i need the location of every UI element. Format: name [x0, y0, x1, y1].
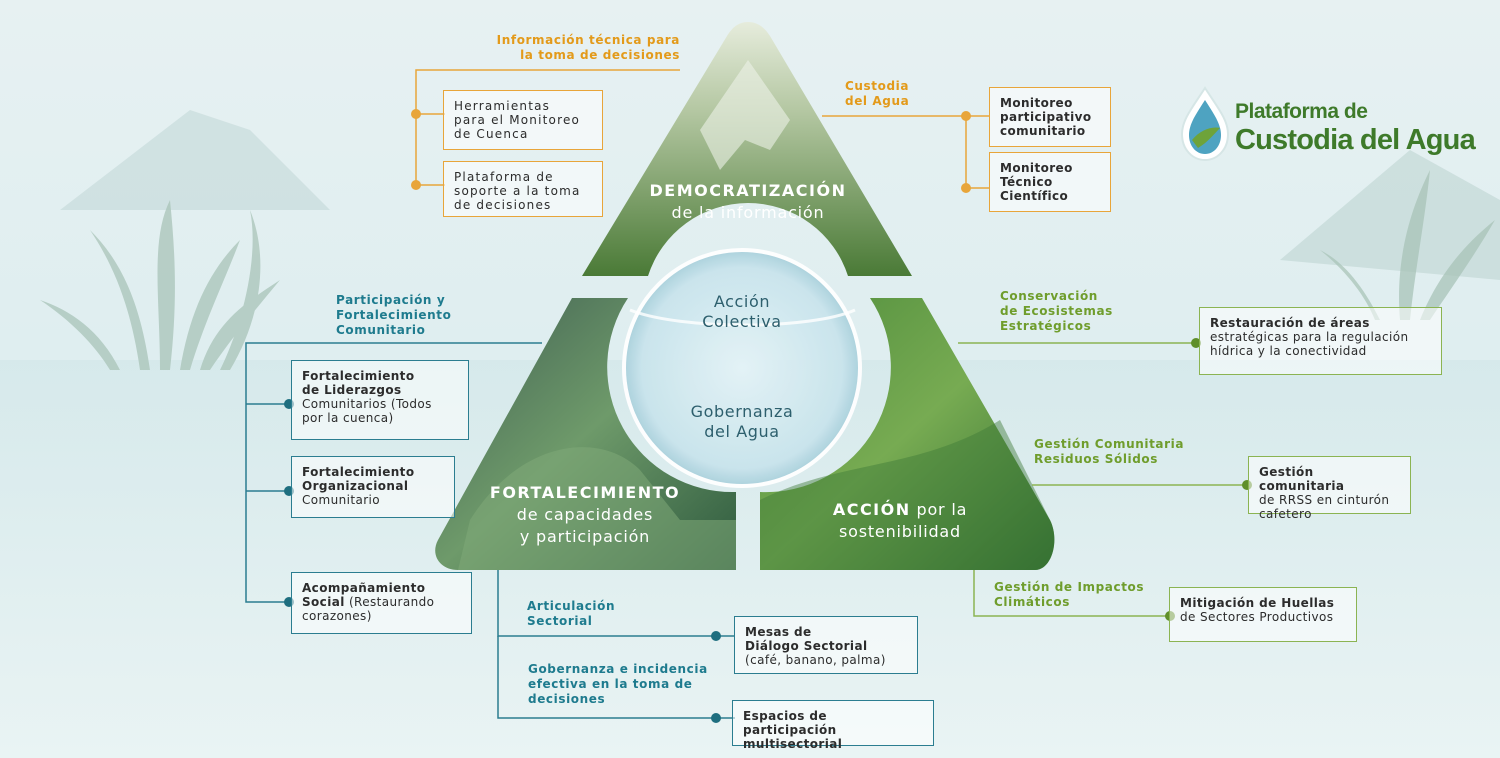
label-residuos: Gestión Comunitaria Residuos Sólidos — [1034, 437, 1184, 467]
label-info-tecnica-line1: Información técnica para — [496, 33, 680, 47]
label-custodia-line1: Custodia — [845, 79, 910, 93]
box-rrss-text1: de RRSS en cinturón — [1259, 493, 1390, 507]
section-right-strong: ACCIÓN — [832, 500, 911, 519]
box-acompanamiento: Acompañamiento Social (Restaurando coraz… — [291, 572, 472, 634]
box-monitoreo-participativo: Monitoreo participativo comunitario — [989, 87, 1111, 147]
box-rrss-text2: cafetero — [1259, 507, 1312, 521]
box-liderazgos-bold2: de Liderazgos — [302, 383, 402, 397]
box-monitoreo-tec-line1: Monitoreo — [1000, 161, 1073, 175]
label-impactos-line2: Climáticos — [994, 595, 1070, 609]
label-conservacion-line3: Estratégicos — [1000, 319, 1092, 333]
label-gobernanza-line1: Gobernanza e incidencia — [528, 662, 708, 676]
box-monitoreo-part-line1: Monitoreo — [1000, 96, 1073, 110]
box-liderazgos: Fortalecimiento de Liderazgos Comunitari… — [291, 360, 469, 440]
label-residuos-line1: Gestión Comunitaria — [1034, 437, 1185, 451]
box-organizacional-bold1: Fortalecimiento — [302, 465, 415, 479]
section-top-title: DEMOCRATIZACIÓN de la información — [628, 180, 868, 224]
section-left-title: FORTALECIMIENTO de capacidades y partici… — [470, 482, 700, 548]
box-plataforma-line3: de decisiones — [454, 198, 552, 212]
box-plataforma-line2: soporte a la toma — [454, 184, 581, 198]
box-acompanamiento-text2: corazones) — [302, 609, 372, 623]
box-liderazgos-text2: por la cuenca) — [302, 411, 394, 425]
box-mitigacion: Mitigación de Huellas de Sectores Produc… — [1169, 587, 1357, 642]
box-mitigacion-text1: de Sectores Productivos — [1180, 610, 1334, 624]
label-participacion-line3: Comunitario — [336, 323, 426, 337]
center-bottom-line1: Gobernanza — [690, 402, 794, 421]
logo-title-line1: Plataforma de — [1235, 100, 1368, 123]
label-participacion: Participación y Fortalecimiento Comunita… — [336, 293, 451, 338]
box-herramientas-monitoreo: Herramientas para el Monitoreo de Cuenca — [443, 90, 603, 150]
label-articulacion-line1: Articulación — [527, 599, 616, 613]
box-plataforma-soporte: Plataforma de soporte a la toma de decis… — [443, 161, 603, 217]
label-residuos-line2: Residuos Sólidos — [1034, 452, 1159, 466]
label-articulacion: Articulación Sectorial — [527, 599, 615, 629]
box-acompanamiento-bold2: Social — [302, 595, 345, 609]
box-monitoreo-part-line2: participativo — [1000, 110, 1092, 124]
box-acompanamiento-bold1: Acompañamiento — [302, 581, 426, 595]
box-liderazgos-bold1: Fortalecimiento — [302, 369, 415, 383]
logo-title-line2: Custodia del Agua — [1235, 124, 1476, 156]
section-left-strong: FORTALECIMIENTO — [489, 483, 681, 502]
section-right-title: ACCIÓN por la sostenibilidad — [800, 499, 1000, 543]
label-gobernanza-line2: efectiva en la toma de — [528, 677, 693, 691]
box-espacios-bold2: multisectorial — [743, 737, 843, 751]
center-bottom-text: Gobernanza del Agua — [662, 402, 822, 442]
box-restauracion: Restauración de áreas estratégicas para … — [1199, 307, 1442, 375]
box-liderazgos-text1: Comunitarios (Todos — [302, 397, 432, 411]
center-circle — [622, 248, 862, 488]
label-gobernanza: Gobernanza e incidencia efectiva en la t… — [528, 662, 708, 707]
right-section-shape — [760, 298, 1055, 570]
box-monitoreo-tec-line3: Científico — [1000, 189, 1069, 203]
center-top-text: Acción Colectiva — [662, 292, 822, 332]
label-conservacion-line2: de Ecosistemas — [1000, 304, 1113, 318]
box-mesas-text1: (café, banano, palma) — [745, 653, 886, 667]
box-organizacional-text1: Comunitario — [302, 493, 381, 507]
top-section-shape — [582, 22, 912, 276]
box-espacios-participacion: Espacios de participación multisectorial — [732, 700, 934, 751]
box-restauracion-text1: estratégicas para la regulación — [1210, 330, 1409, 344]
label-custodia-line2: del Agua — [845, 94, 910, 108]
box-monitoreo-tec-line2: Técnico — [1000, 175, 1053, 189]
section-top-sub: de la información — [671, 203, 825, 222]
label-gobernanza-line3: decisiones — [528, 692, 606, 706]
label-conservacion-line1: Conservación — [1000, 289, 1098, 303]
box-herramientas-line1: Herramientas — [454, 99, 551, 113]
box-gestion-rrss: Gestión comunitaria de RRSS en cinturón … — [1248, 456, 1411, 521]
box-organizacional: Fortalecimiento Organizacional Comunitar… — [291, 456, 455, 518]
box-espacios-bold1: Espacios de participación — [743, 709, 837, 737]
section-left-sub1: de capacidades — [516, 505, 654, 524]
box-mesas-dialogo: Mesas de Diálogo Sectorial (café, banano… — [734, 616, 918, 674]
label-conservacion: Conservación de Ecosistemas Estratégicos — [1000, 289, 1113, 334]
box-restauracion-bold1: Restauración de áreas — [1210, 316, 1370, 330]
box-plataforma-line1: Plataforma de — [454, 170, 554, 184]
section-right-sub1: por la — [916, 500, 968, 519]
label-info-tecnica: Información técnica para la toma de deci… — [488, 33, 680, 63]
section-left-sub2: y participación — [519, 527, 651, 546]
center-top-line2: Colectiva — [702, 312, 782, 331]
label-info-tecnica-line2: la toma de decisiones — [520, 48, 680, 62]
label-participacion-line1: Participación y — [336, 293, 446, 307]
box-herramientas-line2: para el Monitoreo — [454, 113, 581, 127]
label-participacion-line2: Fortalecimiento — [336, 308, 452, 322]
box-monitoreo-part-line3: comunitario — [1000, 124, 1086, 138]
center-bottom-line2: del Agua — [704, 422, 780, 441]
label-articulacion-line2: Sectorial — [527, 614, 593, 628]
box-herramientas-line3: de Cuenca — [454, 127, 529, 141]
box-rrss-bold1: Gestión comunitaria — [1259, 465, 1345, 493]
box-mesas-bold1: Mesas de — [745, 625, 812, 639]
box-acompanamiento-text1: (Restaurando — [348, 595, 435, 609]
label-impactos-line1: Gestión de Impactos — [994, 580, 1145, 594]
box-restauracion-text2: hídrica y la conectividad — [1210, 344, 1367, 358]
label-impactos: Gestión de Impactos Climáticos — [994, 580, 1144, 610]
box-monitoreo-tecnico: Monitoreo Técnico Científico — [989, 152, 1111, 212]
section-top-strong: DEMOCRATIZACIÓN — [649, 181, 847, 200]
box-mesas-bold2: Diálogo Sectorial — [745, 639, 868, 653]
section-right-sub2: sostenibilidad — [839, 522, 961, 541]
center-top-line1: Acción — [713, 292, 771, 311]
box-organizacional-bold2: Organizacional — [302, 479, 409, 493]
label-custodia: Custodia del Agua — [845, 79, 909, 109]
box-mitigacion-bold1: Mitigación de Huellas — [1180, 596, 1335, 610]
